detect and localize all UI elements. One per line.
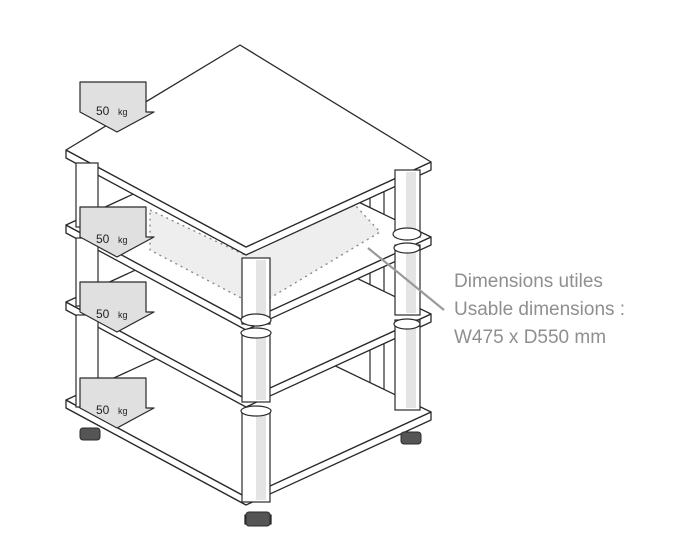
load-unit-4: kg — [118, 406, 128, 416]
usable-leader-line — [367, 247, 445, 311]
load-value-1: 50 — [96, 104, 110, 118]
shelf-1 — [65, 44, 432, 256]
load-unit-3: kg — [118, 310, 128, 320]
load-value-2: 50 — [96, 232, 110, 246]
load-arrow-4: 50 kg — [79, 377, 155, 429]
caption-line-fr: Dimensions utiles — [454, 271, 603, 292]
caption-size: W475 x D550 mm — [454, 327, 607, 348]
load-arrow-2: 50 kg — [79, 206, 155, 258]
load-unit-1: kg — [118, 107, 128, 117]
feet — [79, 427, 422, 527]
load-arrow-3: 50 kg — [79, 281, 155, 333]
caption-line-en: Usable dimensions : — [454, 299, 626, 320]
load-arrow-1: 50 kg — [79, 81, 155, 133]
load-value-4: 50 — [96, 403, 110, 417]
usable-dimensions-caption: Dimensions utiles Usable dimensions : W4… — [454, 268, 625, 352]
load-value-3: 50 — [96, 307, 110, 321]
load-unit-2: kg — [118, 235, 128, 245]
